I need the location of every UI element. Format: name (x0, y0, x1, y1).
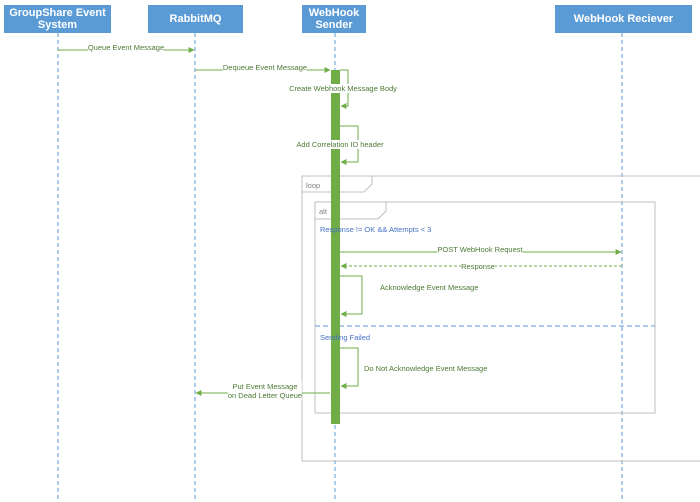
label-create-body: Create Webhook Message Body (289, 84, 397, 93)
actor-groupshare-event-system: GroupShare Event System (4, 5, 111, 33)
label-do-not-acknowledge: Do Not Acknowledge Event Message (364, 364, 488, 373)
label-dequeue-event: Dequeue Event Message (222, 63, 308, 72)
actor-rabbitmq: RabbitMQ (148, 5, 243, 33)
alt-frame-tag (315, 202, 387, 220)
label-put-dead-letter: Put Event Message on Dead Letter Queue (227, 382, 303, 400)
label-acknowledge: Acknowledge Event Message (380, 283, 479, 292)
actor-webhook-receiver: WebHook Reciever (555, 5, 692, 33)
alt-frame (314, 201, 656, 414)
label-response: Response (461, 262, 495, 271)
loop-label: loop (306, 181, 321, 190)
message-acknowledge (340, 275, 363, 317)
loop-frame (301, 175, 700, 462)
message-do-not-acknowledge (340, 347, 359, 389)
guard-condition: Response != OK && Attempts < 3 (320, 225, 432, 234)
alt-label: alt (319, 207, 327, 216)
activation-bar-webhook-sender (331, 70, 340, 424)
actor-webhook-sender: WebHook Sender (302, 5, 366, 33)
label-add-correlation: Add Correlation ID header (296, 140, 384, 149)
label-queue-event: Queue Event Message (87, 43, 165, 52)
label-post-request: POST WebHook Request (437, 245, 523, 254)
guard-else: Sending Failed (320, 333, 371, 342)
